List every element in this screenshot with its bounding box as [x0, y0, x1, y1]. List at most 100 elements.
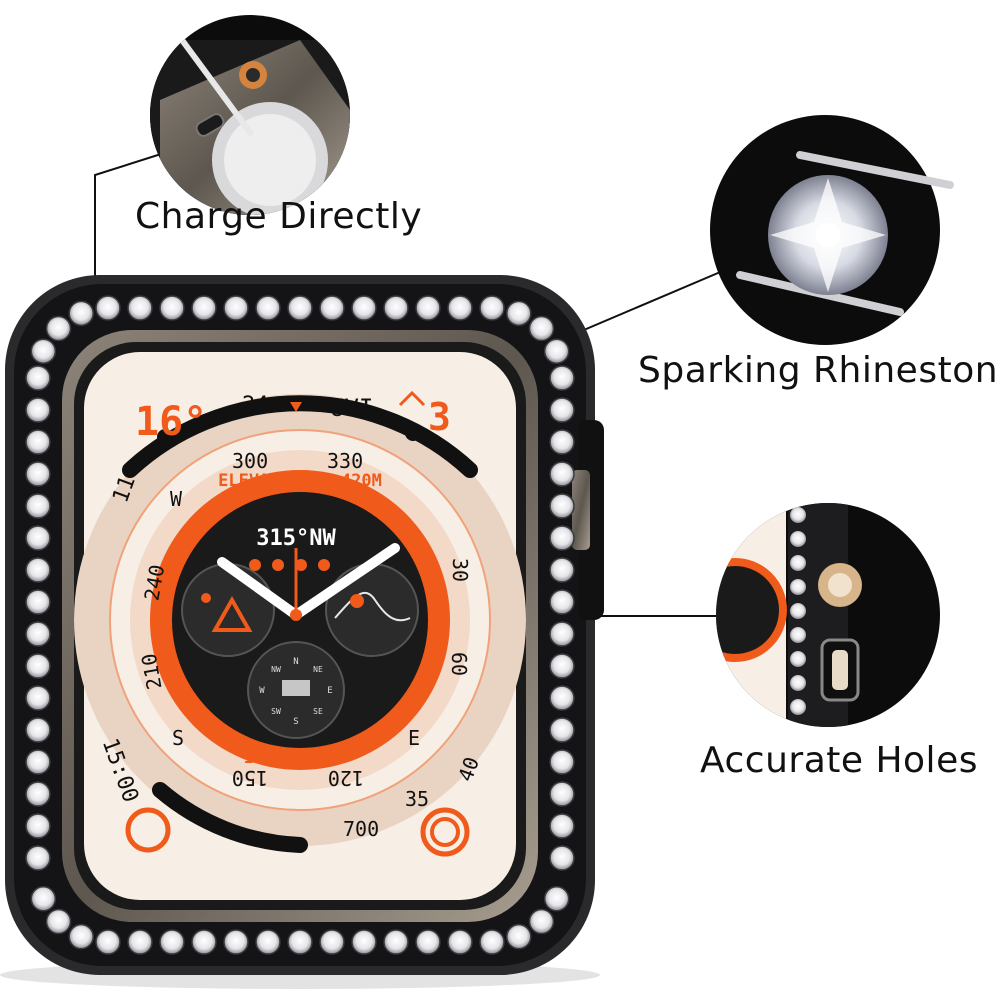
rhinestone: [549, 365, 575, 391]
temperature: 16°: [135, 399, 207, 445]
rhinestone: [191, 295, 217, 321]
elevation-label: ELEVATION 4,420M: [218, 471, 382, 491]
charge-callout-circle: [150, 15, 350, 215]
rhinestone: [25, 845, 51, 871]
rhinestone: [549, 781, 575, 807]
rhinestone: [549, 493, 575, 519]
rhinestone: [25, 397, 51, 423]
rhinestone: [45, 908, 72, 935]
rhinestone: [25, 749, 51, 775]
rhinestone: [506, 300, 532, 327]
sparking-rhinestones-label: Sparking Rhinestones: [638, 350, 1000, 391]
rhinestone: [25, 685, 51, 711]
watch-face: 16° 24 UVI 3 11 300 330 W 240 210 S 150 …: [74, 390, 526, 857]
rhinestone: [95, 295, 121, 321]
rhinestone: [790, 627, 806, 643]
rhinestone: [25, 813, 51, 839]
rhinestone: [790, 579, 806, 595]
stat-35: 35: [405, 787, 429, 811]
rhinestone: [25, 461, 51, 487]
compass-300: 300: [232, 449, 268, 473]
mini-n: N: [293, 657, 298, 667]
rhinestone: [543, 886, 570, 912]
timer-icon: [125, 807, 171, 853]
rhinestone: [790, 651, 806, 667]
tent-icon: [211, 595, 253, 632]
incline-label: INCLINE 45°: [244, 748, 357, 768]
rhinestone: [255, 929, 281, 955]
rhinestone: [25, 621, 51, 647]
rhinestone: [25, 717, 51, 743]
rhinestone: [549, 525, 575, 551]
rhinestone: [549, 685, 575, 711]
holes-callout-circle: [716, 503, 940, 727]
rhinestone: [549, 813, 575, 839]
rhinestone: [25, 781, 51, 807]
rhinestone: [549, 589, 575, 615]
rhinestone: [351, 295, 377, 321]
compass-w: W: [170, 487, 183, 511]
uvi-value: 3: [428, 395, 451, 439]
compass-e: E: [408, 726, 420, 750]
rhinestone: [287, 295, 313, 321]
uvi-label: UVI: [330, 394, 373, 422]
rhinestone: [415, 929, 441, 955]
rhinestone: [790, 531, 806, 547]
rhinestone: [506, 923, 532, 950]
mini-ne: NE: [313, 665, 323, 674]
minute-hand: [291, 543, 400, 620]
rhinestone: [68, 923, 94, 950]
compass-330: 330: [327, 449, 363, 473]
rhinestone: [549, 653, 575, 679]
rhinestone: [159, 929, 185, 955]
compass-30: 30: [448, 558, 472, 582]
rhinestone: [543, 338, 570, 364]
hour-hand: [217, 557, 301, 620]
mini-s: S: [293, 717, 298, 727]
mini-nw: NW: [271, 665, 281, 674]
stat-700: 700: [343, 817, 379, 841]
rhinestone: [25, 429, 51, 455]
rhinestone: [415, 295, 441, 321]
rhinestone-row: [25, 295, 575, 955]
rhinestone: [223, 929, 249, 955]
bezel-24: 24: [242, 393, 269, 418]
rhinestone: [528, 315, 555, 342]
rhinestone: [790, 603, 806, 619]
rhinestone: [127, 295, 153, 321]
rhinestone: [127, 929, 153, 955]
rhinestone: [25, 557, 51, 583]
accurate-holes-label: Accurate Holes: [700, 740, 978, 781]
rhinestone: [447, 929, 473, 955]
rhinestone: [549, 461, 575, 487]
rhinestone: [790, 555, 806, 571]
rhinestone: [319, 929, 345, 955]
rhinestone: [790, 699, 806, 715]
rhinestone: [549, 429, 575, 455]
rhinestone: [30, 886, 57, 912]
rhinestone: [25, 525, 51, 551]
compass-s: S: [172, 726, 184, 750]
compass-60: 60: [447, 652, 471, 676]
rhinestone: [383, 295, 409, 321]
rhinestone: [95, 929, 121, 955]
mini-sw: SW: [271, 707, 281, 716]
rhinestone: [255, 295, 281, 321]
rhinestone: [25, 493, 51, 519]
rhinestone: [45, 315, 72, 342]
rhinestone: [549, 397, 575, 423]
rhinestone: [549, 621, 575, 647]
rhinestone: [479, 295, 505, 321]
rhinestone: [790, 675, 806, 691]
rhinestone: [479, 929, 505, 955]
rhinestone: [549, 845, 575, 871]
rhinestone: [447, 295, 473, 321]
rhinestone: [287, 929, 313, 955]
rhinestone: [25, 653, 51, 679]
charge-directly-label: Charge Directly: [135, 196, 423, 237]
rhinestone: [549, 717, 575, 743]
rhinestone: [549, 557, 575, 583]
charge-leader-line: [94, 147, 181, 290]
rhinestone-callout-circle: [710, 115, 954, 345]
